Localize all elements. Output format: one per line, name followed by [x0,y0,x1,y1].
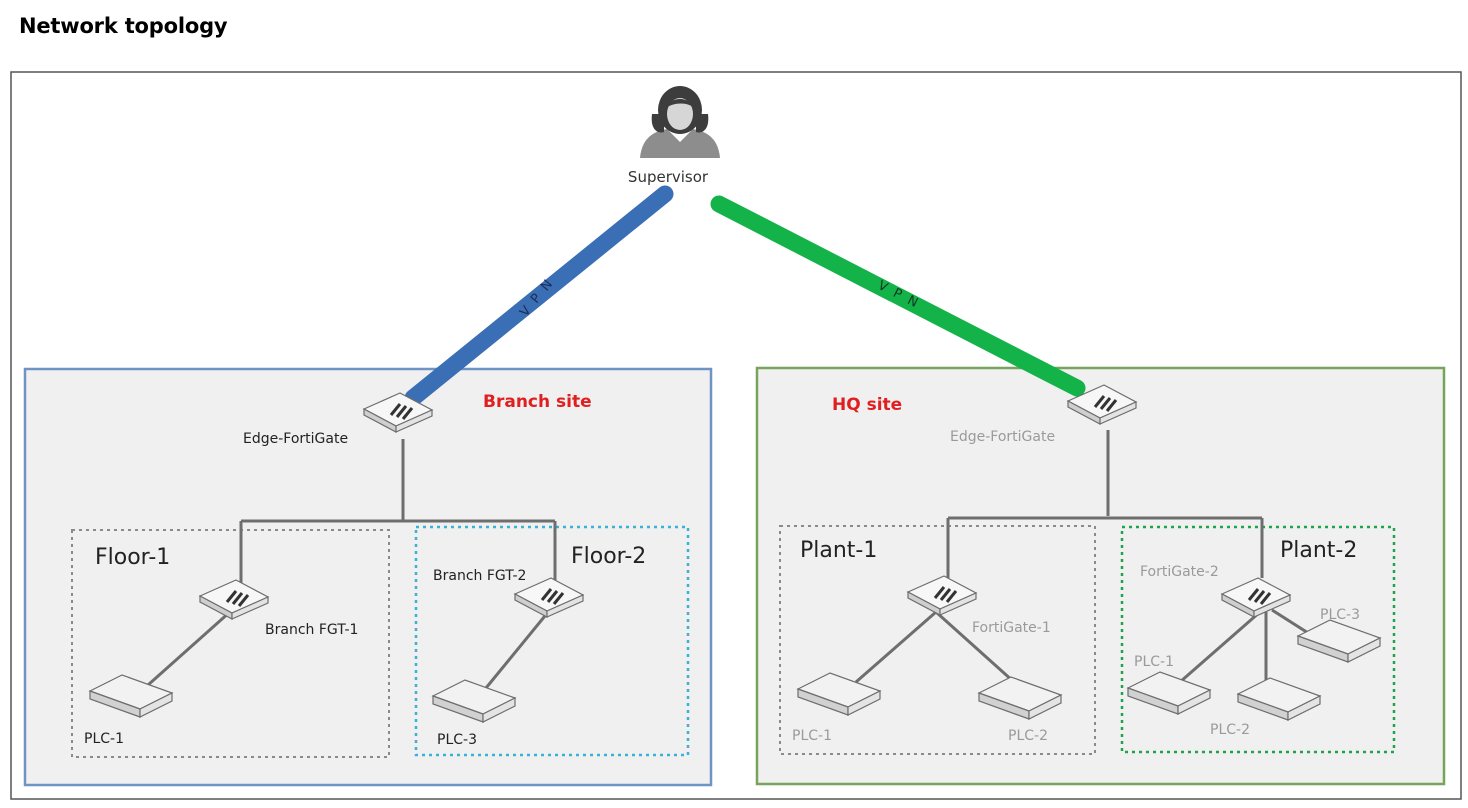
floor-2-title: Floor-2 [571,544,646,569]
plant-1-box [779,525,1096,755]
supervisor-label: Supervisor [628,168,709,186]
hq-wiring [855,430,1317,688]
branch-plc-3-label: PLC-3 [437,732,477,748]
hq-site-title: HQ site [832,395,902,415]
supervisor-icon [640,86,720,158]
hq-plant2-plc-2-label: PLC-2 [1210,722,1250,738]
hq-plant1-plc-1-label: PLC-1 [792,728,832,744]
hq-vpn-link [710,195,1086,397]
branch-wiring [147,439,557,689]
plant-1-title: Plant-1 [800,538,877,563]
hq-plant1-plc-2-label: PLC-2 [1008,728,1048,744]
hq-fortigate-1-label: FortiGate-1 [972,620,1051,636]
branch-vpn-link [404,185,674,407]
hq-plant2-plc-1-label: PLC-1 [1134,654,1174,670]
branch-fgt-1-label: Branch FGT-1 [265,622,358,638]
floor-2-box [414,525,690,757]
plant-2-title: Plant-2 [1280,538,1357,563]
floor-1-title: Floor-1 [95,545,170,570]
hq-site-box [755,366,1446,786]
hq-fortigate-2-label: FortiGate-2 [1140,564,1219,580]
page-title: Network topology [19,14,228,38]
hq-edge-fortigate-label: Edge-FortiGate [950,429,1055,445]
branch-fgt-2-label: Branch FGT-2 [433,568,526,584]
floor-1-box [71,529,390,758]
branch-plc-1-label: PLC-1 [84,731,124,747]
hq-plant2-plc-3-label: PLC-3 [1320,607,1360,623]
branch-edge-fortigate-label: Edge-FortiGate [243,431,348,447]
plant-2-box [1120,525,1396,754]
branch-site-box [23,367,713,787]
branch-site-title: Branch site [483,392,592,412]
